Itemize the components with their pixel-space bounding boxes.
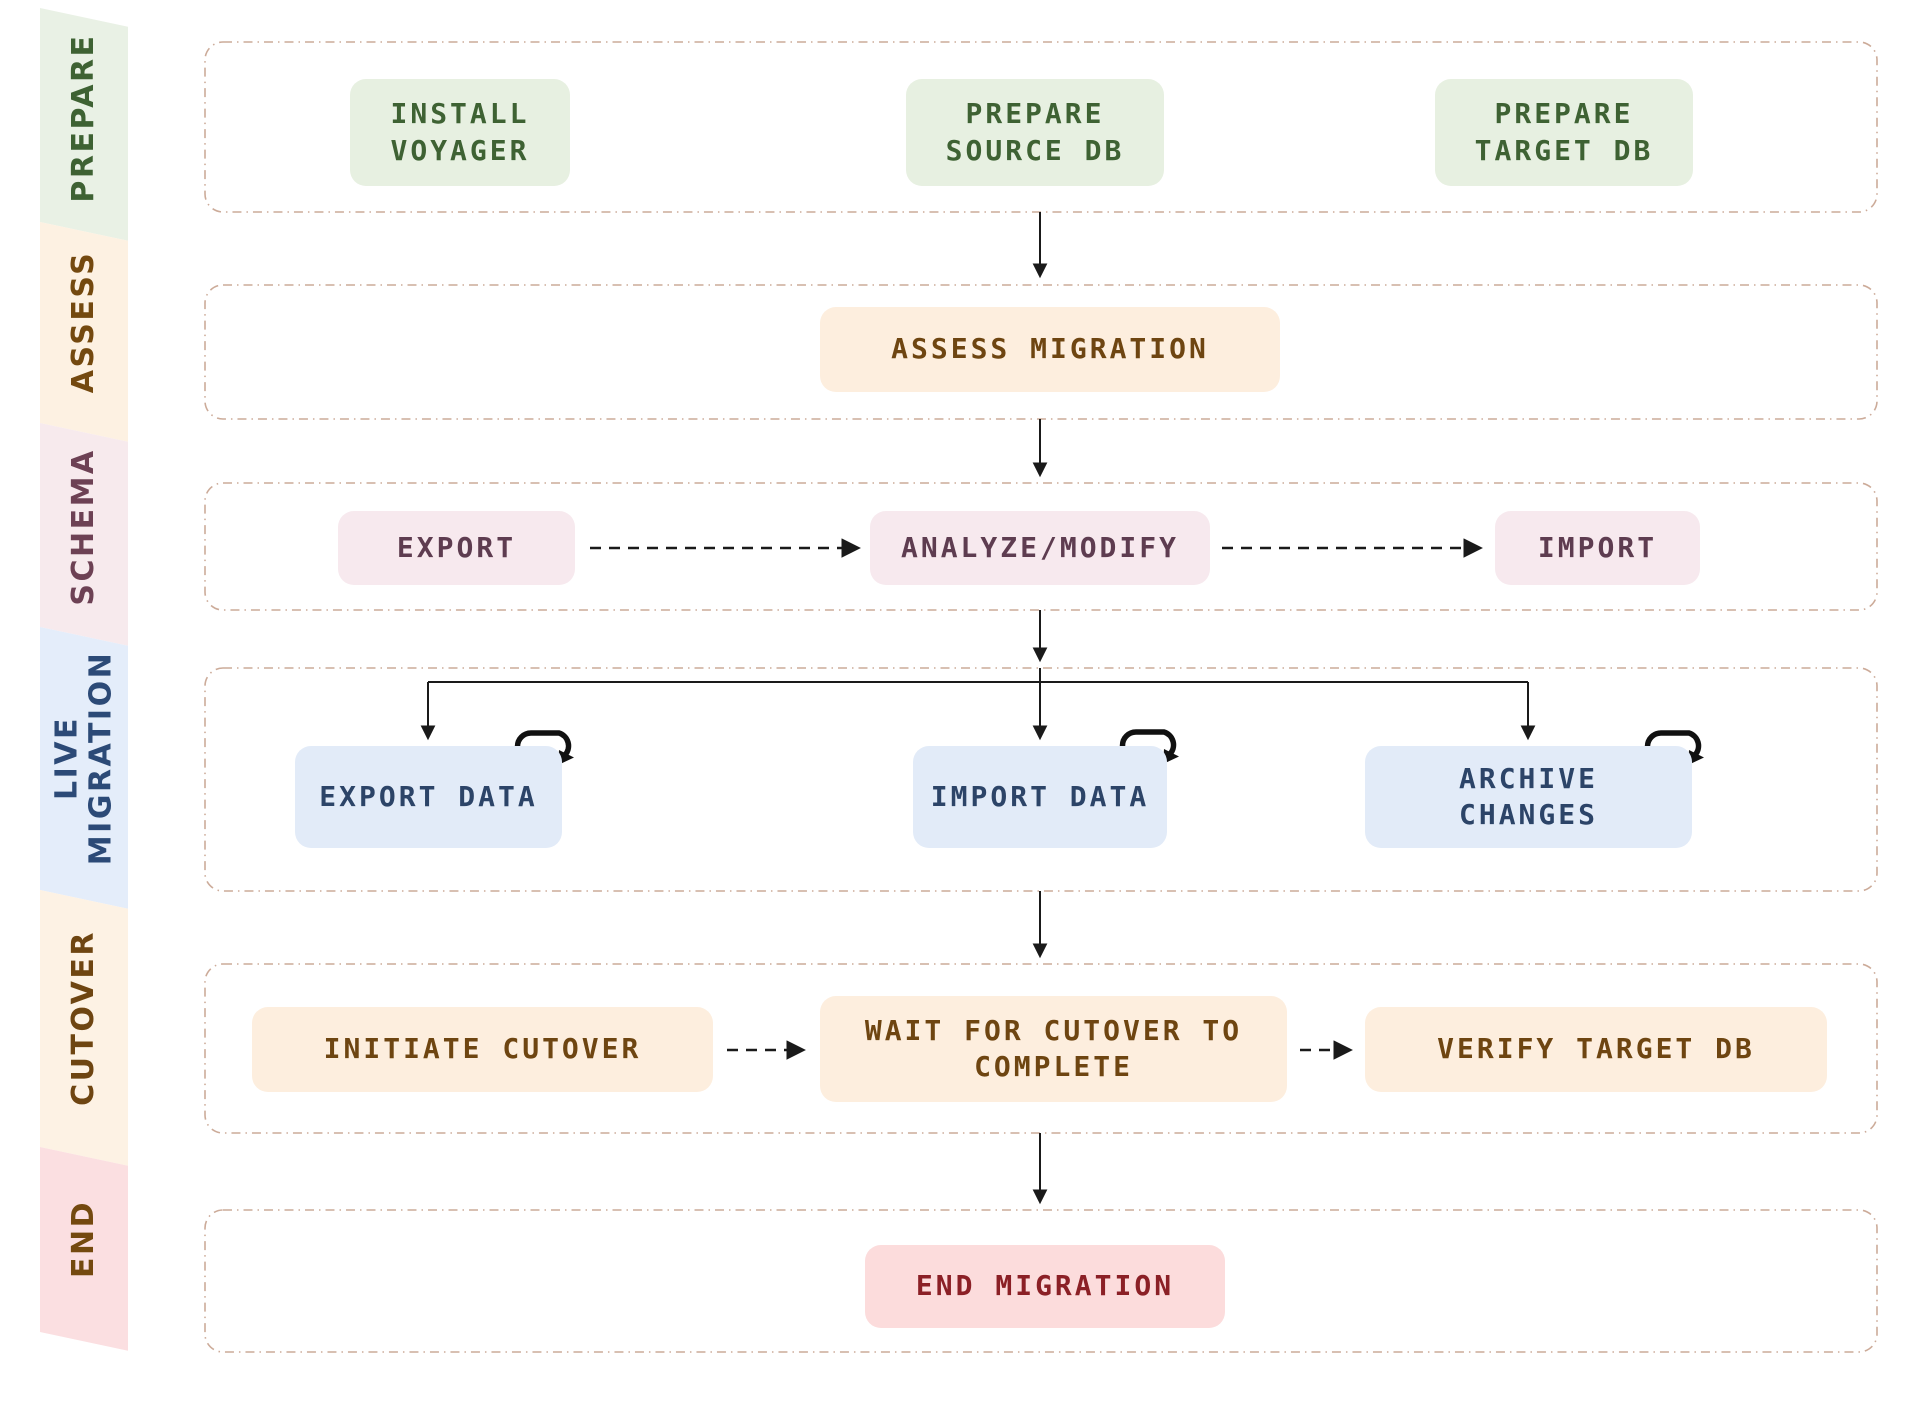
- node-label: INITIATE CUTOVER: [323, 1032, 642, 1066]
- node-assess-migration: ASSESS MIGRATION: [820, 307, 1280, 392]
- loop-icon-arrowhead: [1688, 750, 1704, 765]
- node-label: END MIGRATION: [915, 1269, 1175, 1303]
- node-label: ASSESS MIGRATION: [891, 332, 1209, 366]
- node-label: WAIT FOR CUTOVER TO COMPLETE: [864, 1013, 1243, 1083]
- node-label: PREPARE SOURCE DB: [945, 97, 1125, 167]
- row-container-schema: [204, 482, 1878, 611]
- node-label: VERIFY TARGET DB: [1437, 1032, 1755, 1066]
- node-label: EXPORT DATA: [319, 779, 538, 813]
- node-label: PREPARE TARGET DB: [1474, 97, 1654, 167]
- node-initiate-cutover: INITIATE CUTOVER: [252, 1007, 713, 1092]
- loop-icon-arrowhead: [1163, 749, 1179, 764]
- sidebar-label-cutover: CUTOVER: [66, 930, 102, 1106]
- node-label: EXPORT: [396, 530, 517, 564]
- node-analyze-modify: ANALYZE/MODIFY: [870, 511, 1210, 585]
- node-end-migration: END MIGRATION: [865, 1245, 1225, 1328]
- sidebar-label-end: END: [66, 1199, 102, 1279]
- row-container-live-migration: [204, 667, 1878, 892]
- node-export-data: EXPORT DATA: [295, 746, 562, 848]
- sidebar-label-assess: ASSESS: [66, 250, 102, 394]
- node-prepare-target-db: PREPARE TARGET DB: [1435, 79, 1693, 186]
- node-import-data: IMPORT DATA: [913, 746, 1167, 848]
- node-export-schema: EXPORT: [338, 511, 575, 585]
- node-verify-target-db: VERIFY TARGET DB: [1365, 1007, 1827, 1092]
- node-label: ARCHIVE CHANGES: [1458, 761, 1598, 831]
- node-install-voyager: INSTALL VOYAGER: [350, 79, 570, 186]
- sidebar-label-live-migration: LIVE MIGRATION: [49, 650, 118, 866]
- node-label: IMPORT DATA: [930, 779, 1150, 813]
- node-wait-for-cutover: WAIT FOR CUTOVER TO COMPLETE: [820, 996, 1287, 1102]
- node-label: IMPORT: [1537, 530, 1658, 564]
- node-archive-changes: ARCHIVE CHANGES: [1365, 746, 1692, 848]
- node-label: INSTALL VOYAGER: [390, 97, 530, 167]
- node-label: ANALYZE/MODIFY: [900, 530, 1179, 564]
- node-prepare-source-db: PREPARE SOURCE DB: [906, 79, 1164, 186]
- loop-icon-arrowhead: [558, 750, 574, 765]
- node-import-schema: IMPORT: [1495, 511, 1700, 585]
- sidebar-label-schema: SCHEMA: [66, 448, 102, 606]
- sidebar-label-prepare: PREPARE: [66, 33, 102, 203]
- row-container-cutover: [204, 963, 1878, 1134]
